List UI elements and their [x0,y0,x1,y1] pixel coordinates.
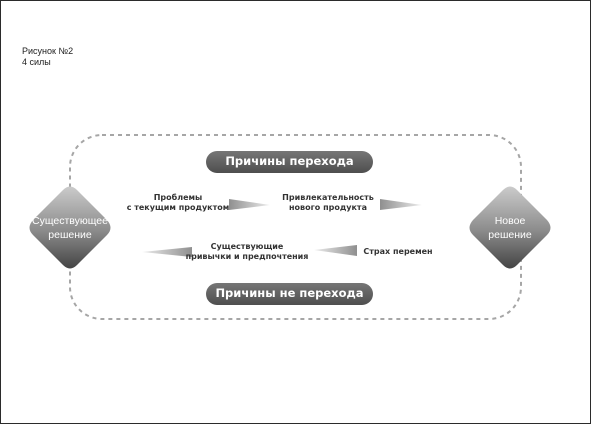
attraction-force-label: Привлекательность нового продукта [268,193,388,213]
figure-title: Рисунок №2 [22,46,74,56]
existing-solution-line2: решение [48,229,92,241]
fear-force-arrow [314,245,357,256]
attraction-force-arrow [380,199,422,210]
new-solution-label: Новое решение [466,214,554,242]
habits-line1: Существующие [210,242,284,251]
new-solution-line2: решение [488,229,532,241]
fear-force-label: Страх перемен [358,247,438,257]
attraction-line2: нового продукта [289,203,367,212]
existing-solution-line1: Существующее [32,215,108,227]
figure-subtitle: 4 силы [22,57,51,67]
top-banner-pill [206,151,373,173]
new-solution-node [469,186,551,269]
bottom-banner-label: Причины не перехода [215,286,364,300]
habits-force-label: Существующие привычки и предпочтения [185,242,309,262]
fear-line1: Страх перемен [363,247,433,256]
top-banner-label: Причины перехода [225,154,354,168]
habits-line2: привычки и предпочтения [185,252,309,261]
habits-force-arrow [142,247,192,257]
problems-line1: Проблемы [153,193,203,202]
problems-line2: с текущим продуктом [126,203,230,212]
existing-solution-label: Существующее решение [26,214,114,242]
attraction-line1: Привлекательность [282,193,374,202]
problems-force-arrow [229,199,270,210]
new-solution-line1: Новое [494,215,526,227]
figure-caption: Рисунок №2 4 силы [22,46,73,68]
existing-solution-node [29,186,111,269]
problems-force-label: Проблемы с текущим продуктом [118,193,238,213]
bottom-banner-pill [206,283,373,305]
